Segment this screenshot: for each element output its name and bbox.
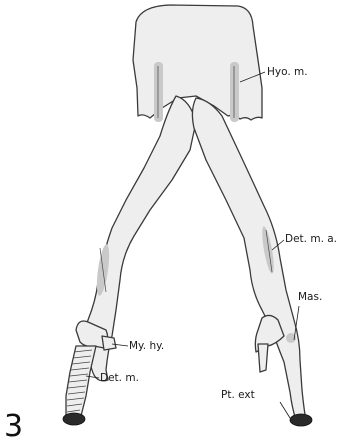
- figure-number: 3: [4, 409, 23, 441]
- label-pt-ext: Pt. ext: [221, 389, 255, 401]
- label-det-m: Det. m.: [100, 372, 139, 384]
- label-hyo-m: Hyo. m.: [267, 66, 308, 78]
- left-jaw-tip: [63, 413, 85, 425]
- muscle-strip-right: [230, 62, 239, 122]
- label-mas: Mas.: [298, 291, 322, 303]
- label-det-m-a: Det. m. a.: [285, 233, 337, 245]
- label-my-hy: My. hy.: [129, 340, 164, 352]
- mylohyoid-tab: [102, 336, 116, 350]
- right-jaw-tip: [290, 414, 312, 426]
- muscle-strip-left: [154, 62, 163, 122]
- right-mandible: [192, 98, 306, 420]
- pterygoid-extension: [258, 344, 268, 372]
